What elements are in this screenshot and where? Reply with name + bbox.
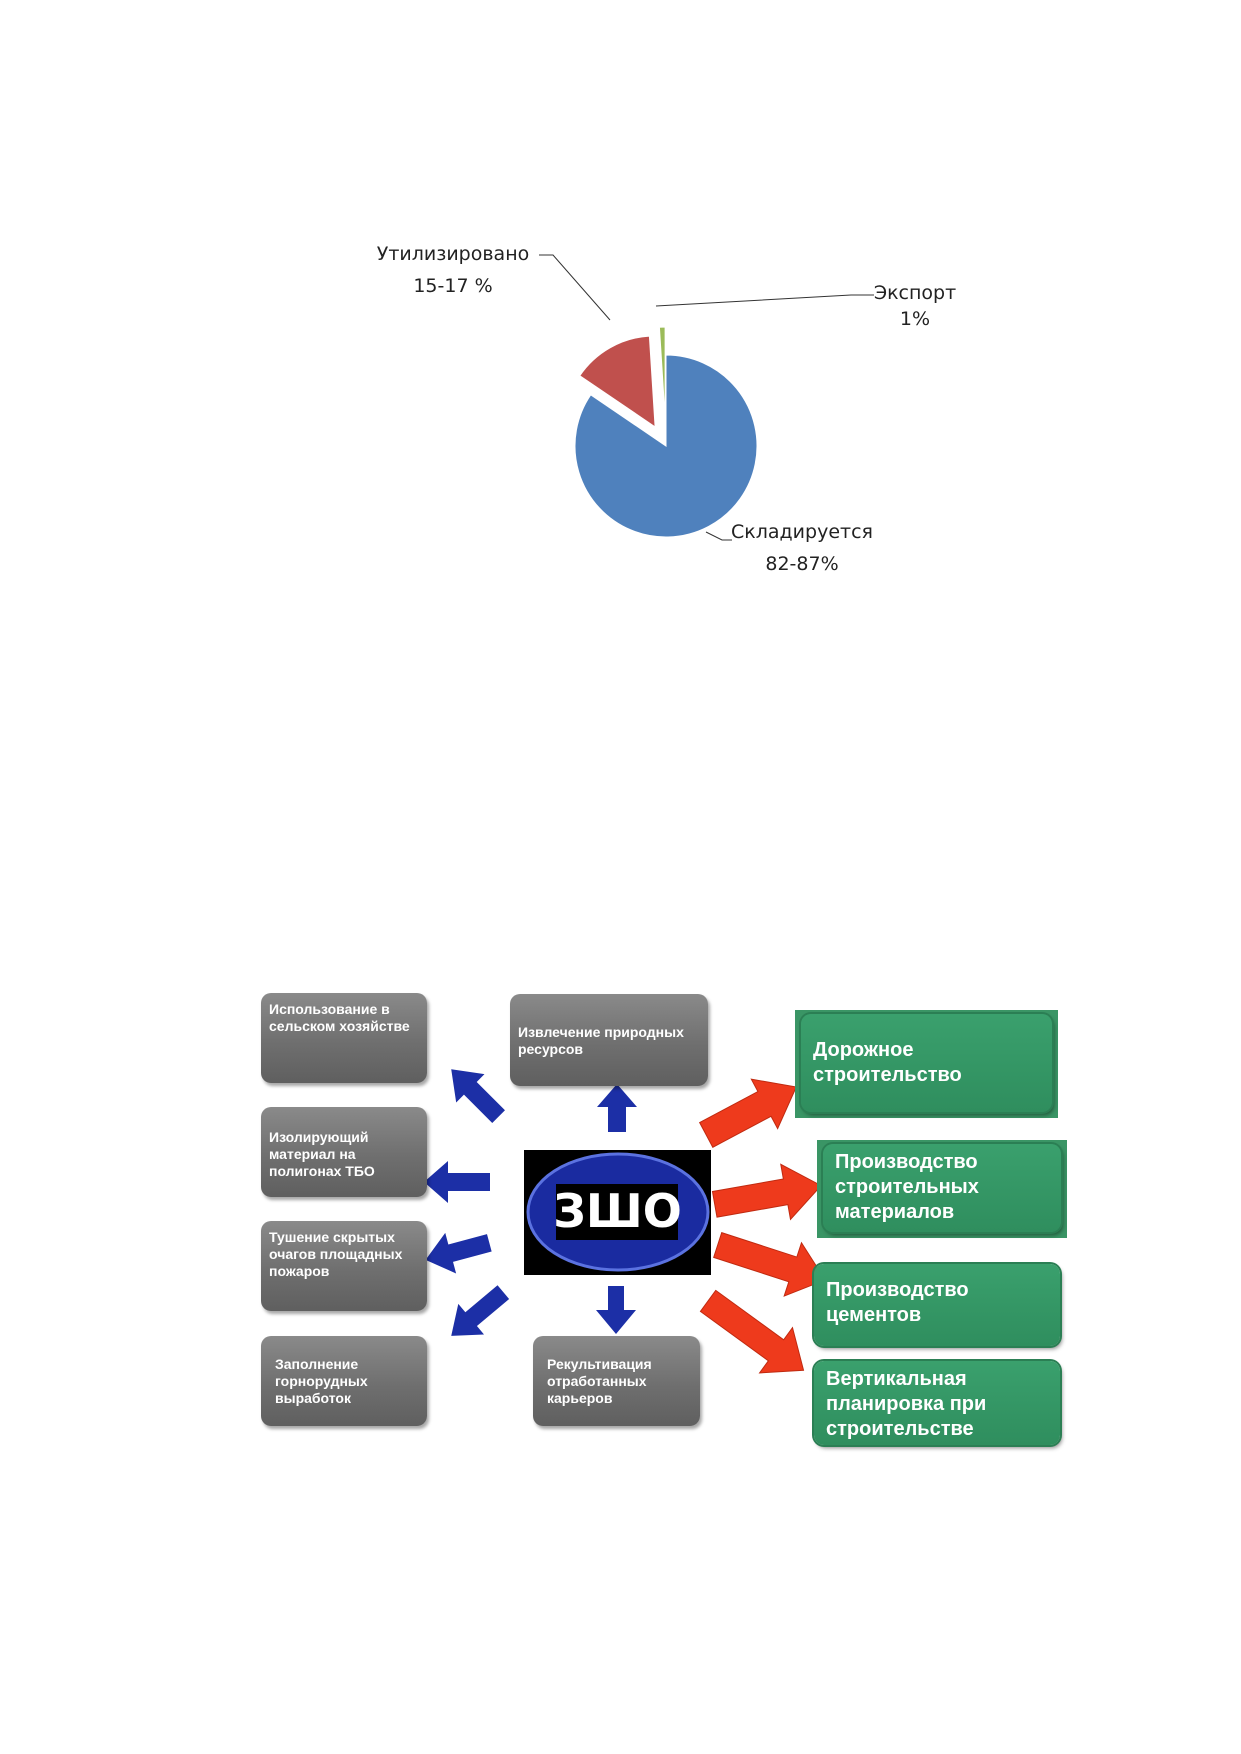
box-road-construction: Дорожное строительство bbox=[801, 1014, 1052, 1112]
arrow-up-icon bbox=[597, 1084, 637, 1132]
box-fire-extinguishing: Тушение скрытых очагов площадных пожаров bbox=[261, 1221, 427, 1311]
label-stored-value: 82-87% bbox=[765, 553, 839, 575]
arrow-right-up-red-icon bbox=[698, 1078, 797, 1148]
pie-slice-stored bbox=[574, 354, 758, 538]
box-building-materials: Производство строительных материалов bbox=[823, 1144, 1061, 1232]
label-export-name: Экспорт bbox=[873, 282, 957, 304]
box-landfill-insulation: Изолирующий материал на полигонах ТБО bbox=[261, 1107, 427, 1197]
box-vertical-planning: Вертикальная планировка при строительств… bbox=[814, 1361, 1060, 1445]
green-frame-planning: Вертикальная планировка при строительств… bbox=[808, 1357, 1066, 1451]
label-export: Экспорт 1% bbox=[860, 277, 970, 335]
label-stored-name: Складируется bbox=[731, 521, 873, 543]
arrow-right-red-icon bbox=[711, 1163, 822, 1221]
pie-slice-export bbox=[658, 326, 666, 419]
green-frame-road: Дорожное строительство bbox=[795, 1010, 1058, 1118]
arrow-left-icon bbox=[424, 1161, 490, 1203]
arrow-up-left-icon bbox=[451, 1069, 505, 1123]
label-utilized-name: Утилизировано bbox=[376, 243, 530, 265]
arrow-down-left-icon bbox=[451, 1285, 510, 1336]
leader-line-export bbox=[655, 294, 874, 307]
label-stored: Складируется 82-87% bbox=[722, 516, 882, 580]
leader-line-stored bbox=[705, 531, 732, 541]
arrow-down-icon bbox=[596, 1286, 636, 1334]
label-utilized-value: 15-17 % bbox=[413, 275, 493, 297]
box-quarry-reclamation: Рекультивация отработанных карьеров bbox=[533, 1336, 700, 1426]
box-resource-extraction: Извлечение природных ресурсов bbox=[510, 994, 708, 1086]
box-mine-filling: Заполнение горнорудных выработок bbox=[261, 1336, 427, 1426]
pie-chart bbox=[539, 254, 874, 541]
leader-line-utilized bbox=[539, 254, 611, 321]
pie-slice-utilized bbox=[579, 335, 656, 428]
arrow-down-right-red-icon bbox=[699, 1289, 805, 1374]
green-frame-materials: Производство строительных материалов bbox=[817, 1140, 1067, 1238]
arrow-right-down-red-icon bbox=[713, 1232, 826, 1297]
arrow-left-down-icon bbox=[425, 1232, 492, 1274]
center-block: ЗШО bbox=[524, 1150, 711, 1275]
box-agriculture: Использование в сельском хозяйстве bbox=[261, 993, 427, 1083]
label-utilized: Утилизировано 15-17 % bbox=[358, 238, 548, 302]
green-frame-cement: Производство цементов bbox=[808, 1260, 1066, 1352]
box-cement-production: Производство цементов bbox=[814, 1264, 1060, 1346]
label-export-value: 1% bbox=[899, 308, 931, 330]
center-label: ЗШО bbox=[553, 1184, 682, 1238]
center-oval bbox=[526, 1152, 710, 1272]
